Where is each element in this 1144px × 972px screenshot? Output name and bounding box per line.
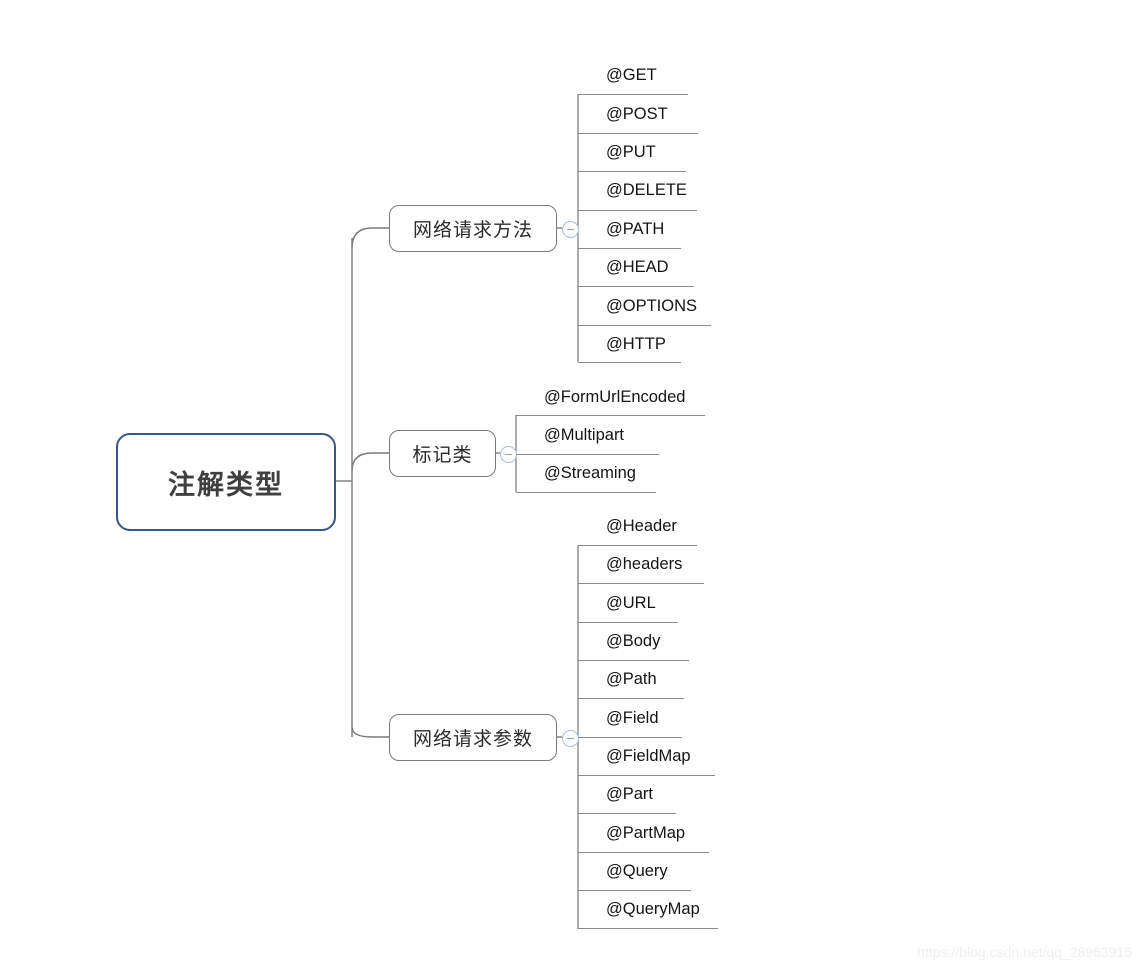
branch-node-network-request-params[interactable]: 网络请求参数 bbox=[389, 714, 557, 761]
leaf-node[interactable]: @HTTP bbox=[606, 335, 666, 353]
leaf-node[interactable]: @Streaming bbox=[544, 464, 636, 482]
leaf-underline bbox=[516, 454, 659, 456]
leaf-underline bbox=[578, 545, 697, 547]
leaf-underline bbox=[578, 210, 697, 212]
leaf-node[interactable]: @PartMap bbox=[606, 824, 686, 842]
leaf-node[interactable]: @Header bbox=[606, 517, 677, 535]
leaf-node[interactable]: @Field bbox=[606, 709, 659, 727]
leaf-node[interactable]: @FormUrlEncoded bbox=[544, 388, 686, 406]
leaf-node[interactable]: @QueryMap bbox=[606, 900, 700, 918]
leaf-node[interactable]: @PUT bbox=[606, 143, 656, 161]
branch-node-label: 网络请求参数 bbox=[412, 729, 533, 750]
leaf-underline bbox=[578, 852, 709, 854]
branch-node-label: 标记类 bbox=[412, 445, 473, 466]
watermark: https://blog.csdn.net/qq_28963915 bbox=[917, 944, 1132, 960]
leaf-node[interactable]: @Part bbox=[606, 785, 654, 803]
minus-circle-icon-branch-2[interactable] bbox=[500, 446, 517, 463]
leaf-underline bbox=[578, 133, 698, 135]
leaf-node[interactable]: @GET bbox=[606, 66, 657, 84]
leaf-node[interactable]: @HEAD bbox=[606, 258, 669, 276]
leaf-underline bbox=[516, 492, 656, 494]
leaf-underline bbox=[578, 583, 704, 585]
minus-circle-icon-branch-1[interactable] bbox=[562, 221, 579, 238]
branch-node-network-request-methods[interactable]: 网络请求方法 bbox=[389, 205, 557, 252]
leaf-underline bbox=[578, 171, 686, 173]
leaf-underline bbox=[578, 325, 711, 327]
leaf-node[interactable]: @DELETE bbox=[606, 181, 687, 199]
leaf-underline bbox=[578, 94, 688, 96]
leaf-underline bbox=[578, 775, 715, 777]
leaf-underline bbox=[578, 286, 694, 288]
leaf-node[interactable]: @URL bbox=[606, 594, 656, 612]
branch-node-marker-types[interactable]: 标记类 bbox=[389, 430, 496, 477]
leaf-node[interactable]: @headers bbox=[606, 555, 683, 573]
root-node[interactable]: 注解类型 bbox=[116, 433, 336, 531]
leaf-underline bbox=[578, 890, 691, 892]
root-node-label: 注解类型 bbox=[168, 469, 284, 500]
leaf-underline bbox=[578, 362, 681, 364]
leaf-node[interactable]: @FieldMap bbox=[606, 747, 691, 765]
leaf-underline bbox=[578, 813, 676, 815]
leaf-underline bbox=[516, 415, 705, 417]
minus-circle-icon-branch-3[interactable] bbox=[562, 730, 579, 747]
leaf-underline bbox=[578, 622, 678, 624]
leaf-node[interactable]: @Query bbox=[606, 862, 668, 880]
leaf-underline bbox=[578, 928, 718, 930]
leaf-node[interactable]: @POST bbox=[606, 105, 668, 123]
leaf-underline bbox=[578, 698, 684, 700]
branch-node-label: 网络请求方法 bbox=[412, 220, 533, 241]
leaf-node[interactable]: @PATH bbox=[606, 220, 665, 238]
leaf-node[interactable]: @OPTIONS bbox=[606, 297, 698, 315]
leaf-underline bbox=[578, 660, 689, 662]
leaf-node[interactable]: @Path bbox=[606, 670, 657, 688]
leaf-underline bbox=[578, 248, 681, 250]
leaf-underline bbox=[578, 737, 682, 739]
leaf-node[interactable]: @Body bbox=[606, 632, 661, 650]
leaf-node[interactable]: @Multipart bbox=[544, 426, 625, 444]
